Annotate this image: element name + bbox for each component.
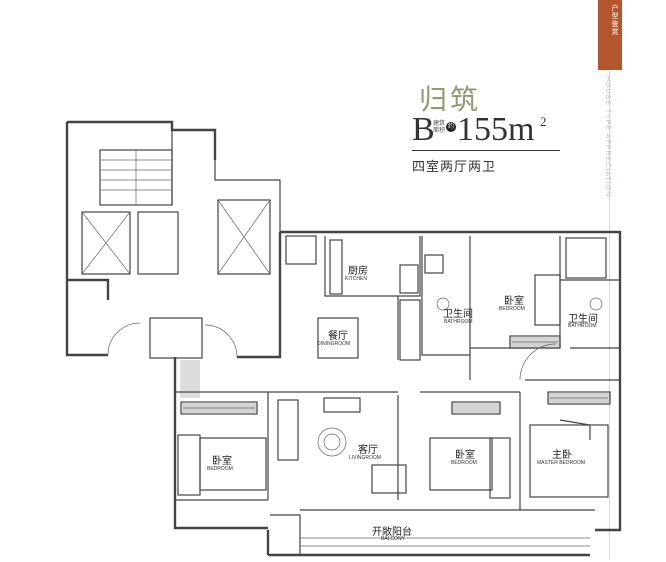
room-label-kitchen: 厨房 (348, 266, 368, 277)
room-label-dining: 餐厅 (328, 331, 348, 342)
room-label-living: 客厅 (358, 445, 378, 456)
area-unit-superscript: 2 (540, 114, 547, 129)
section-tab (598, 0, 622, 70)
room-sub-bedroom-3: BEDROOM (451, 460, 477, 466)
room-sub-bathroom-2: BATHROOM (568, 323, 597, 329)
area-unit: m (508, 111, 535, 148)
room-sub-bathroom-1: BATHROOM (444, 319, 473, 325)
room-sub-dining: DININGROOM (317, 341, 351, 347)
apartment-walls (173, 230, 622, 557)
area-value: 155 (457, 111, 508, 148)
unit-model: B (412, 111, 435, 148)
room-sub-balcony: BALCONY (381, 536, 405, 542)
layout-description: 四室两厅两卫 (412, 160, 497, 175)
core-area (65, 120, 282, 359)
side-caption: HOUSE TYPE APPRECIATION (604, 76, 611, 198)
area-label: 建筑面积 (433, 120, 446, 134)
room-sub-living: LIVINGROOM (349, 455, 381, 461)
room-label-balcony: 开敞阳台 (372, 527, 412, 538)
side-divider (609, 70, 610, 560)
room-label-master: 主卧 (552, 450, 572, 461)
room-label-bathroom-2: 卫生间 (568, 314, 598, 325)
unit-name: 归筑 (419, 83, 482, 116)
area-approx-mark: 约 (446, 122, 456, 132)
room-sub-bedroom-1: BEDROOM (499, 306, 525, 312)
room-sub-bedroom-2: BEDROOM (207, 466, 233, 472)
fixtures (180, 337, 610, 413)
room-sub-master: MASTER BEDROOM (537, 460, 586, 466)
room-sub-kitchen: KITCHEN (345, 276, 367, 282)
header-rule (412, 150, 560, 151)
section-tab-label: 户型鉴赏 (611, 4, 619, 36)
room-label-bedroom-1: 卧室 (504, 296, 524, 307)
room-label-bedroom-2: 卧室 (212, 456, 232, 467)
room-label-bathroom-1: 卫生间 (443, 309, 473, 320)
room-label-bedroom-3: 卧室 (455, 450, 475, 461)
